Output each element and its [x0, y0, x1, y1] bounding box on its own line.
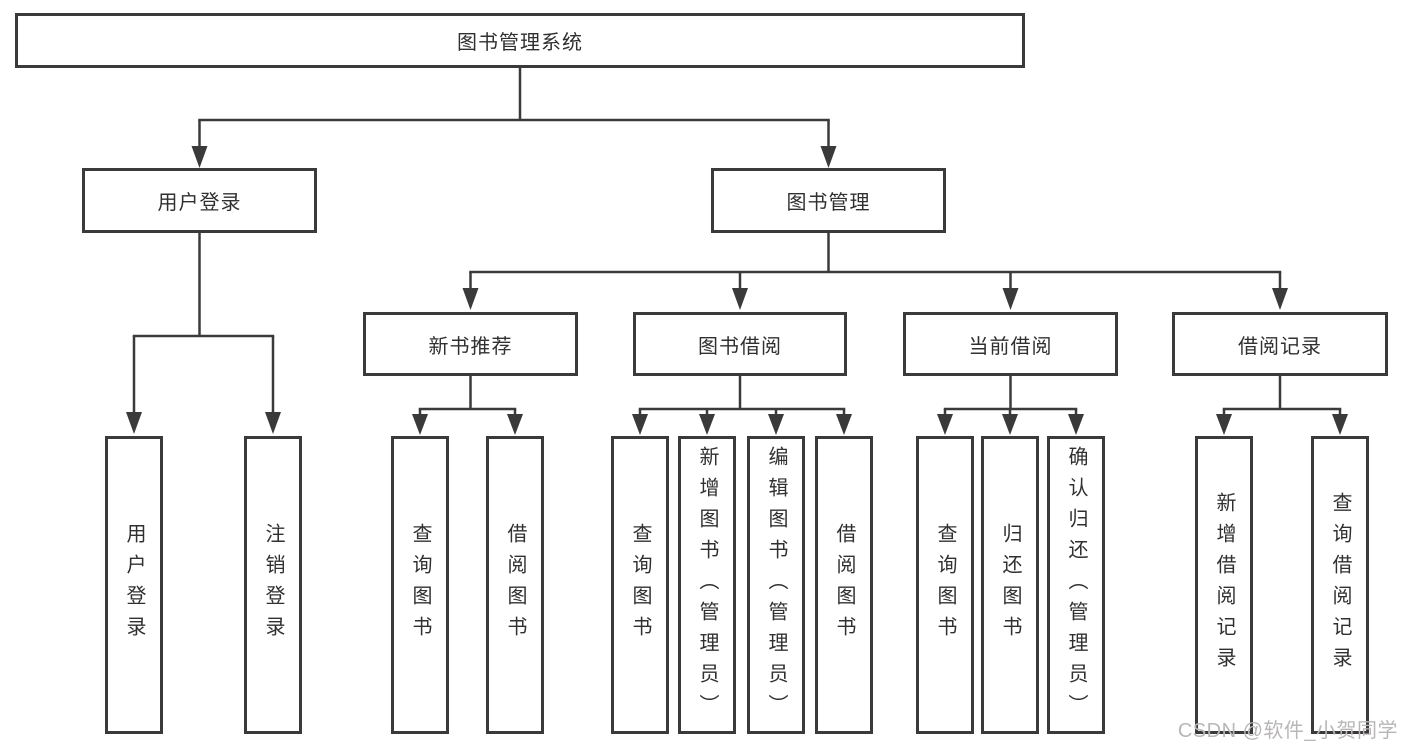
leaf-logout: 注销登录	[244, 436, 302, 734]
node-root: 图书管理系统	[15, 13, 1025, 68]
leaf-borrow-books-borrow: 借阅图书	[815, 436, 873, 734]
leaf-borrow-books-borrow-label: 借阅图书	[833, 523, 855, 647]
leaf-query-books-current: 查询图书	[916, 436, 974, 734]
node-borrow-records: 借阅记录	[1172, 312, 1388, 376]
node-book-borrow: 图书借阅	[633, 312, 847, 376]
arrowheads	[126, 146, 1348, 435]
leaf-query-books-recommend-label: 查询图书	[409, 523, 431, 647]
node-book-management: 图书管理	[711, 168, 946, 233]
node-new-book-recommend: 新书推荐	[363, 312, 578, 376]
node-book-borrow-label: 图书借阅	[698, 335, 782, 358]
leaf-return-book-label: 归还图书	[999, 523, 1021, 647]
node-user-login-label: 用户登录	[157, 192, 242, 214]
watermark: CSDN @软件_小贺同学	[1177, 720, 1398, 742]
node-book-management-label: 图书管理	[786, 192, 871, 214]
leaf-query-borrow-record: 查询借阅记录	[1311, 436, 1369, 734]
leaf-add-borrow-record-label: 新增借阅记录	[1213, 492, 1235, 678]
node-current-borrow-label: 当前借阅	[968, 335, 1053, 358]
leaf-edit-book-admin: 编辑图书（管理员）	[747, 436, 805, 734]
node-user-login: 用户登录	[82, 168, 317, 233]
leaf-confirm-return-admin-label: 确认归还（管理员）	[1065, 445, 1087, 725]
leaf-borrow-books-recommend-label: 借阅图书	[504, 523, 526, 647]
leaf-add-borrow-record: 新增借阅记录	[1195, 436, 1253, 734]
leaf-query-books-recommend: 查询图书	[391, 436, 449, 734]
leaf-user-login-label: 用户登录	[123, 523, 145, 647]
leaf-query-books-borrow: 查询图书	[611, 436, 669, 734]
node-current-borrow: 当前借阅	[903, 312, 1118, 376]
leaf-add-book-admin: 新增图书（管理员）	[678, 436, 736, 734]
leaf-user-login: 用户登录	[105, 436, 163, 734]
leaf-add-book-admin-label: 新增图书（管理员）	[696, 445, 718, 725]
leaf-edit-book-admin-label: 编辑图书（管理员）	[765, 445, 787, 725]
leaf-borrow-books-recommend: 借阅图书	[486, 436, 544, 734]
node-borrow-records-label: 借阅记录	[1238, 335, 1322, 358]
leaf-logout-label: 注销登录	[262, 523, 284, 647]
leaf-query-books-borrow-label: 查询图书	[629, 523, 651, 647]
node-new-book-recommend-label: 新书推荐	[428, 335, 513, 358]
leaf-confirm-return-admin: 确认归还（管理员）	[1047, 436, 1105, 734]
node-root-label: 图书管理系统	[457, 32, 583, 54]
leaf-query-borrow-record-label: 查询借阅记录	[1329, 492, 1351, 678]
leaf-return-book: 归还图书	[981, 436, 1039, 734]
leaf-query-books-current-label: 查询图书	[934, 523, 956, 647]
